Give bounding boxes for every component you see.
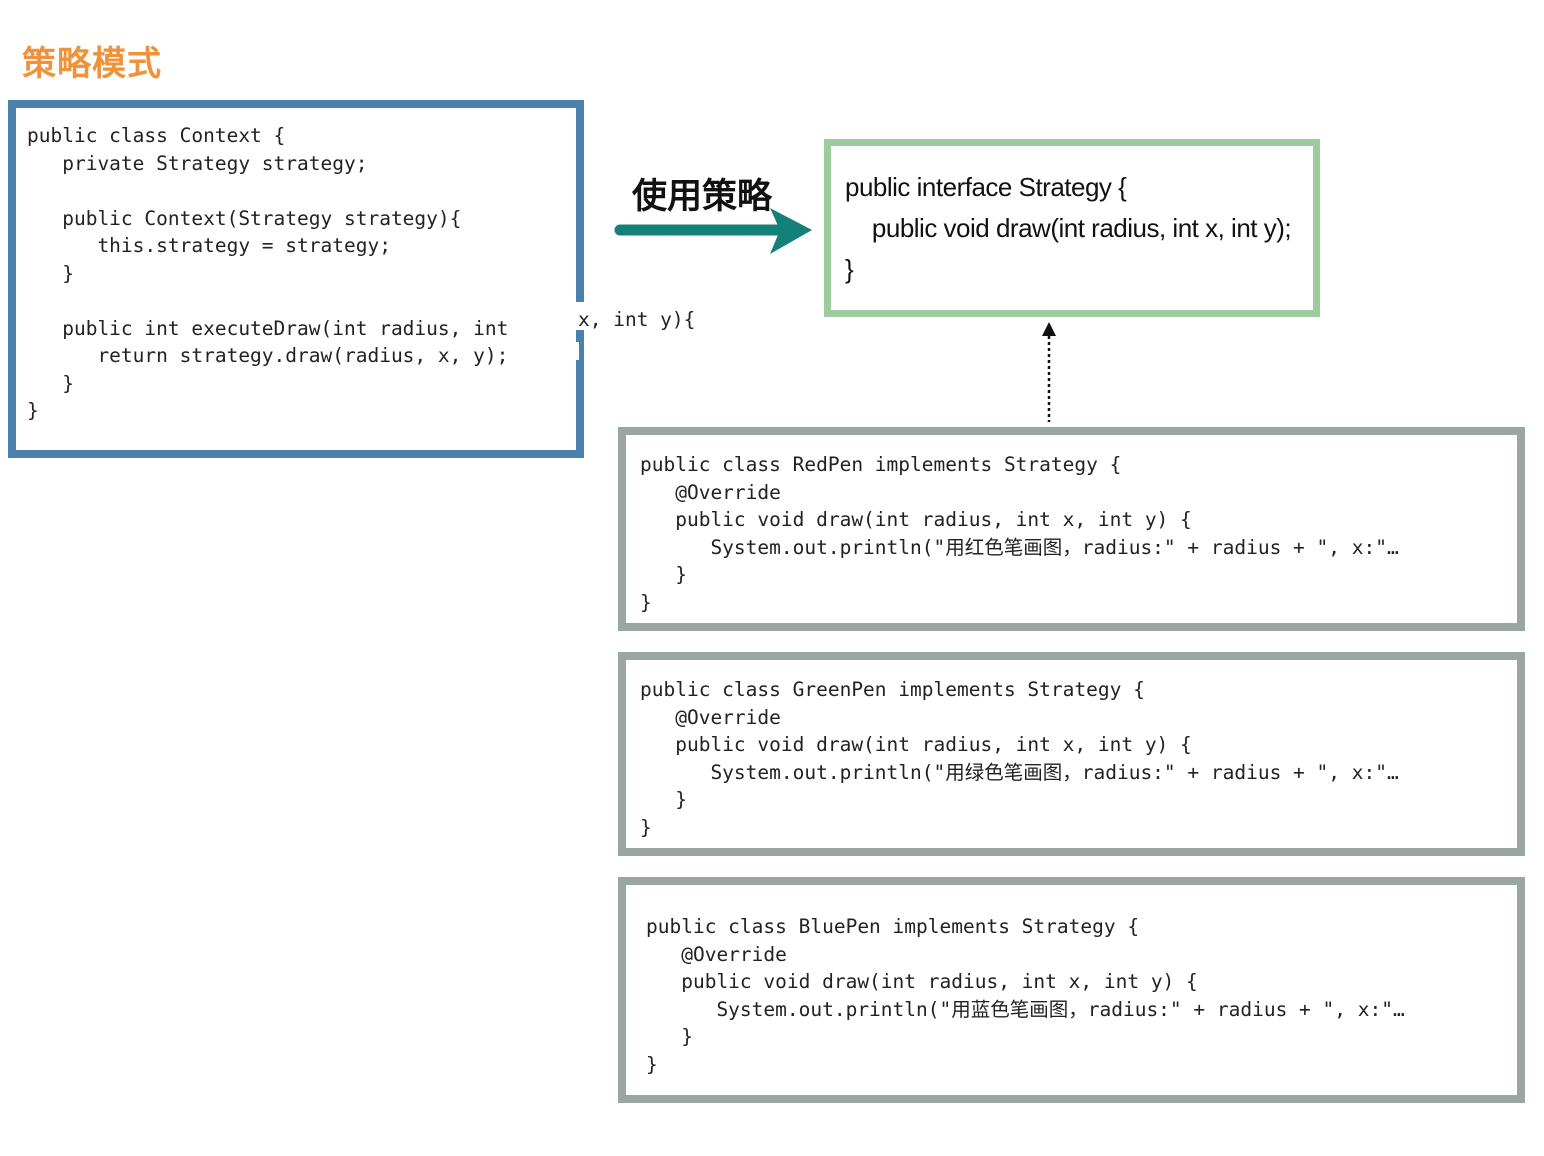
interface-line-method: public void draw(int radius, int x, int … xyxy=(845,213,1292,243)
use-strategy-arrow xyxy=(614,208,812,254)
interface-line-declaration: public interface Strategy { xyxy=(845,172,1127,202)
redpen-class-box: public class RedPen implements Strategy … xyxy=(618,427,1525,631)
bluepen-class-code: public class BluePen implements Strategy… xyxy=(646,915,1405,1076)
interface-line-close: } xyxy=(845,254,854,284)
use-strategy-label: 使用策略 xyxy=(632,177,773,217)
context-border-gap-lower xyxy=(575,342,579,360)
implements-arrowhead xyxy=(1042,322,1056,336)
arrow-shaft-texture xyxy=(621,225,779,235)
context-class-box: public class Context { private Strategy … xyxy=(8,100,584,458)
context-overflow-code: x, int y){ xyxy=(578,308,696,331)
greenpen-class-box: public class GreenPen implements Strateg… xyxy=(618,652,1525,856)
page-title: 策略模式 xyxy=(22,44,162,84)
bluepen-class-box: public class BluePen implements Strategy… xyxy=(618,877,1525,1103)
arrow-head xyxy=(770,208,812,254)
greenpen-class-code: public class GreenPen implements Strateg… xyxy=(640,678,1399,839)
implements-arrow xyxy=(1042,322,1056,422)
strategy-interface-box: public interface Strategy { public void … xyxy=(824,139,1320,317)
context-class-code: public class Context { private Strategy … xyxy=(27,124,509,422)
context-border-gap xyxy=(575,302,587,330)
redpen-class-code: public class RedPen implements Strategy … xyxy=(640,453,1399,614)
